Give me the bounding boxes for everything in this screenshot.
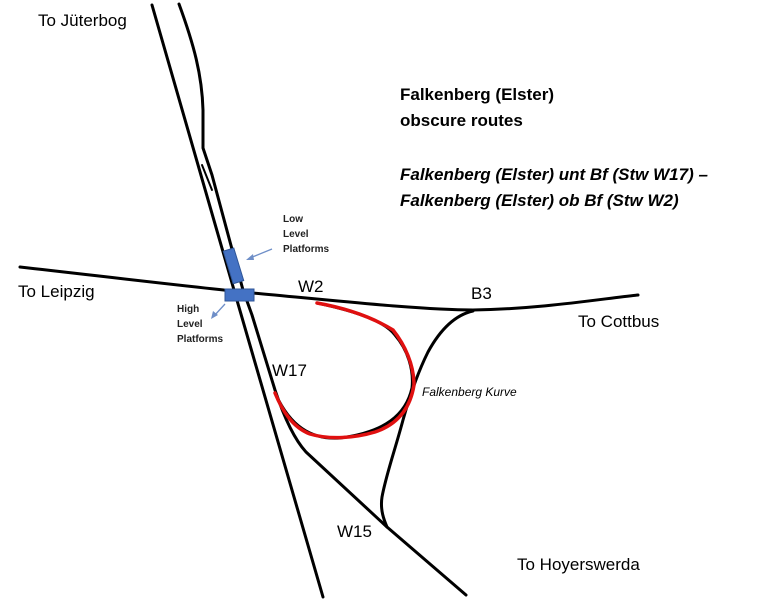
label-to-leipzig: To Leipzig — [18, 282, 95, 301]
route-line-2: Falkenberg (Elster) ob Bf (Stw W2) — [400, 191, 679, 210]
low-platform-label-2: Level — [283, 229, 309, 240]
track-crossover — [201, 164, 213, 191]
junction-b3: B3 — [471, 284, 492, 303]
highlighted-route — [273, 301, 416, 440]
label-to-juterbog: To Jüterbog — [38, 11, 127, 30]
high-platform-label-2: Level — [177, 319, 203, 330]
label-to-cottbus: To Cottbus — [578, 312, 659, 331]
track-leipzig-cottbus — [18, 265, 640, 312]
junction-w15: W15 — [337, 522, 372, 541]
low-level-platform — [222, 247, 245, 285]
label-to-hoyerswerda: To Hoyerswerda — [517, 555, 640, 574]
label-falkenberg-kurve: Falkenberg Kurve — [422, 385, 517, 399]
route-line-1: Falkenberg (Elster) unt Bf (Stw W17) – — [400, 165, 708, 184]
junction-w2: W2 — [298, 277, 324, 296]
low-platform-label-3: Platforms — [283, 244, 330, 255]
high-platform-label-1: High — [177, 304, 199, 315]
junction-w17: W17 — [272, 361, 307, 380]
track-b3-w15 — [380, 309, 475, 529]
high-platform-arrow-icon — [211, 303, 226, 319]
high-platform-label-3: Platforms — [177, 334, 224, 345]
track-juterbog-second — [177, 2, 468, 597]
title-line-1: Falkenberg (Elster) — [400, 85, 554, 104]
low-platform-label-1: Low — [283, 214, 303, 225]
title-line-2: obscure routes — [400, 111, 523, 130]
high-level-platform — [224, 288, 255, 302]
low-platform-arrow-icon — [246, 248, 273, 260]
